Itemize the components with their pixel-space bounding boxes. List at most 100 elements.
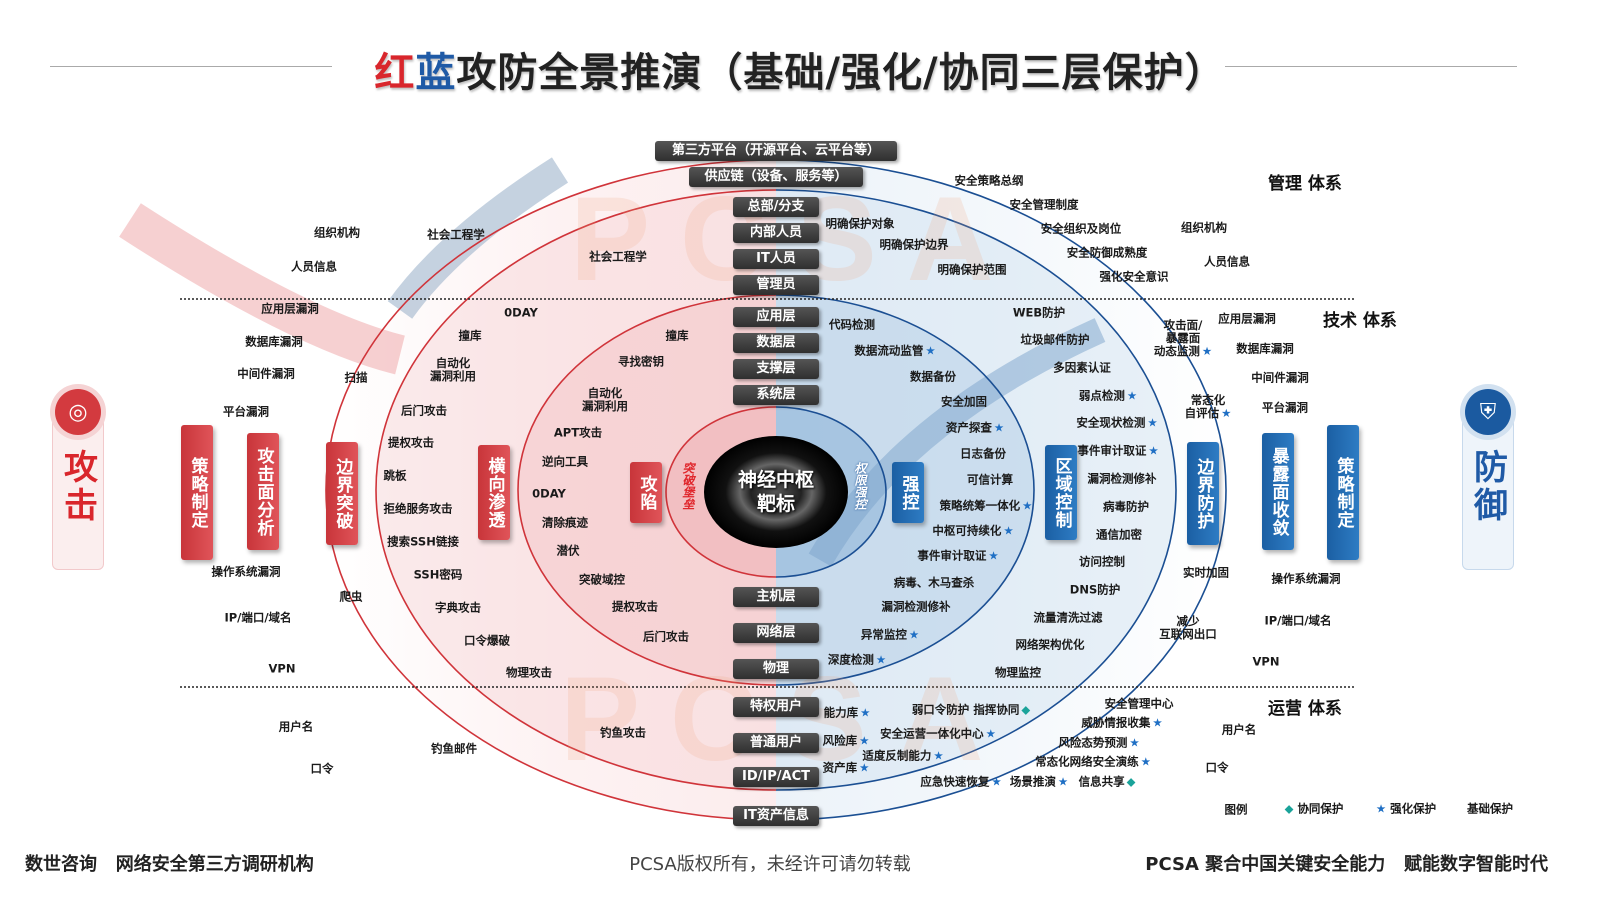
attack-item: 逆向工具 xyxy=(542,454,588,469)
defense-item: 异常监控★ xyxy=(860,627,920,642)
title-red: 红 xyxy=(374,50,416,96)
defense-item: 明确保护对象 xyxy=(825,216,895,231)
attack-item: 操作系统漏洞 xyxy=(211,564,281,579)
defense-item: IP/端口/域名 xyxy=(1264,613,1332,628)
defense-item: 安全运营一体化中心★ xyxy=(880,726,996,741)
attack-item: 拒绝服务攻击 xyxy=(383,501,453,516)
defense-item: 信息共享◆ xyxy=(1078,774,1136,789)
defense-item: 代码检测 xyxy=(829,317,875,332)
defense-item: 弱口令防护 指挥协同◆ xyxy=(911,702,1031,717)
defense-label: 防御 xyxy=(1467,449,1508,525)
attack-item: 口令 xyxy=(310,761,334,776)
attack-item: 清除痕迹 xyxy=(542,515,588,530)
attack-item: 爬虫 xyxy=(339,589,363,604)
shield-icon: ⛨ xyxy=(1465,389,1511,435)
defense-badge: ⛨ 防御 xyxy=(1462,389,1514,570)
layer-label: 第三方平台（开源平台、云平台等） xyxy=(655,141,897,161)
defense-item: 强化安全意识 xyxy=(1099,269,1169,284)
defense-item: 病毒防护 xyxy=(1103,499,1149,514)
defense-item: 病毒、木马查杀 xyxy=(893,575,975,590)
attack-item: 0DAY xyxy=(532,486,566,501)
diamond-icon: ◆ xyxy=(1021,702,1031,717)
layer-label: 总部/分支 xyxy=(733,197,819,217)
attack-item: 寻找密钥 xyxy=(618,354,664,369)
defense-stage: 策略制定 xyxy=(1327,425,1359,560)
defense-stage: 强控 xyxy=(892,462,924,523)
star-icon: ★ xyxy=(933,748,944,763)
defense-item: 访问控制 xyxy=(1079,554,1125,569)
defense-item: 场景推演★ xyxy=(1009,774,1069,789)
defense-item: 减少互联网出口 xyxy=(1159,613,1217,641)
title-rest: 攻防全景推演（基础/强化/协同三层保护） xyxy=(456,50,1226,96)
star-icon: ★ xyxy=(1129,735,1140,750)
defense-item: 数据流动监管★ xyxy=(854,343,936,358)
layer-label: 应用层 xyxy=(733,307,819,327)
defense-item: 能力库★ xyxy=(823,705,871,720)
attack-item: 潜伏 xyxy=(556,543,580,558)
core-line2: 靶标 xyxy=(756,493,796,515)
defense-item: 常态化网络安全演练★ xyxy=(1035,754,1151,769)
star-icon: ★ xyxy=(1003,523,1014,538)
defense-item: 明确保护范围 xyxy=(937,262,1007,277)
page-title: 红蓝攻防全景推演（基础/强化/协同三层保护） xyxy=(0,40,1600,98)
defense-item: 安全加固 xyxy=(941,394,987,409)
attack-item: 后门攻击 xyxy=(401,403,447,418)
attack-item: 提权攻击 xyxy=(612,599,658,614)
title-rule-right xyxy=(1225,66,1517,67)
section-operations: 运营 体系 xyxy=(1268,699,1342,719)
defense-item: DNS防护 xyxy=(1069,582,1121,597)
defense-item: 安全策略总纲 xyxy=(954,173,1024,188)
defense-item: 多因素认证 xyxy=(1053,360,1111,375)
defense-item: 安全现状检测★ xyxy=(1076,415,1158,430)
attack-item: 搜索SSH链接 xyxy=(387,534,459,549)
defense-item: 日志备份 xyxy=(960,446,1006,461)
defense-item: 深度检测★ xyxy=(827,652,887,667)
star-icon: ★ xyxy=(859,733,870,748)
section-management: 管理 体系 xyxy=(1268,174,1342,194)
defense-item: 操作系统漏洞 xyxy=(1271,571,1341,586)
star-icon: ★ xyxy=(993,420,1005,435)
defense-item: 漏洞检测修补 xyxy=(881,599,951,614)
defense-item: 安全管理中心 xyxy=(1104,696,1174,711)
layer-label: 数据层 xyxy=(733,333,819,353)
attack-stage: 攻击面分析 xyxy=(247,433,279,550)
attack-item: APT攻击 xyxy=(553,425,603,440)
defense-item: 事件审计取证★ xyxy=(1077,443,1159,458)
attack-label: 攻击 xyxy=(57,449,98,525)
attack-item: 用户名 xyxy=(278,719,314,734)
defense-item: 垃圾邮件防护 xyxy=(1020,332,1090,347)
defense-item: 可信计算 xyxy=(967,472,1013,487)
defense-item: 威胁情报收集★ xyxy=(1081,715,1163,730)
attack-item: 跳板 xyxy=(383,468,407,483)
star-icon: ★ xyxy=(1147,415,1158,430)
attack-item: 平台漏洞 xyxy=(223,404,269,419)
defense-item: 物理监控 xyxy=(995,665,1041,680)
layer-label: 网络层 xyxy=(733,623,819,643)
section-technology: 技术 体系 xyxy=(1323,311,1397,331)
star-icon: ★ xyxy=(991,774,1002,789)
footer-left: 数世咨询 网络安全第三方调研机构 xyxy=(25,854,314,875)
attack-item: 0DAY xyxy=(504,305,538,320)
layer-label: IT资产信息 xyxy=(733,806,819,826)
defense-item: 通信加密 xyxy=(1096,527,1142,542)
layer-label: 系统层 xyxy=(733,385,819,405)
defense-item: 中枢可持续化★ xyxy=(932,523,1014,538)
attack-item: 物理攻击 xyxy=(506,665,552,680)
layer-label: 物理 xyxy=(733,659,819,679)
ring-label-control: 权限强控 xyxy=(853,462,867,510)
attack-badge: ◎ 攻击 xyxy=(52,389,104,570)
defense-item: 中间件漏洞 xyxy=(1251,370,1309,385)
legend-enhanced-text: 强化保护 xyxy=(1390,801,1437,816)
attack-item: 提权攻击 xyxy=(388,435,434,450)
defense-item: 数据库漏洞 xyxy=(1236,341,1294,356)
star-icon: ★ xyxy=(1148,443,1159,458)
layer-label: 管理员 xyxy=(733,275,819,295)
defense-item: 数据备份 xyxy=(910,369,956,384)
target-icon: ◎ xyxy=(55,389,101,435)
star-icon: ★ xyxy=(1375,801,1387,816)
defense-item: 实时加固 xyxy=(1183,565,1229,580)
defense-item: 攻击面/暴露面动态监测★ xyxy=(1153,318,1213,359)
defense-item: 用户名 xyxy=(1221,722,1257,737)
layer-label: IT人员 xyxy=(733,249,819,269)
